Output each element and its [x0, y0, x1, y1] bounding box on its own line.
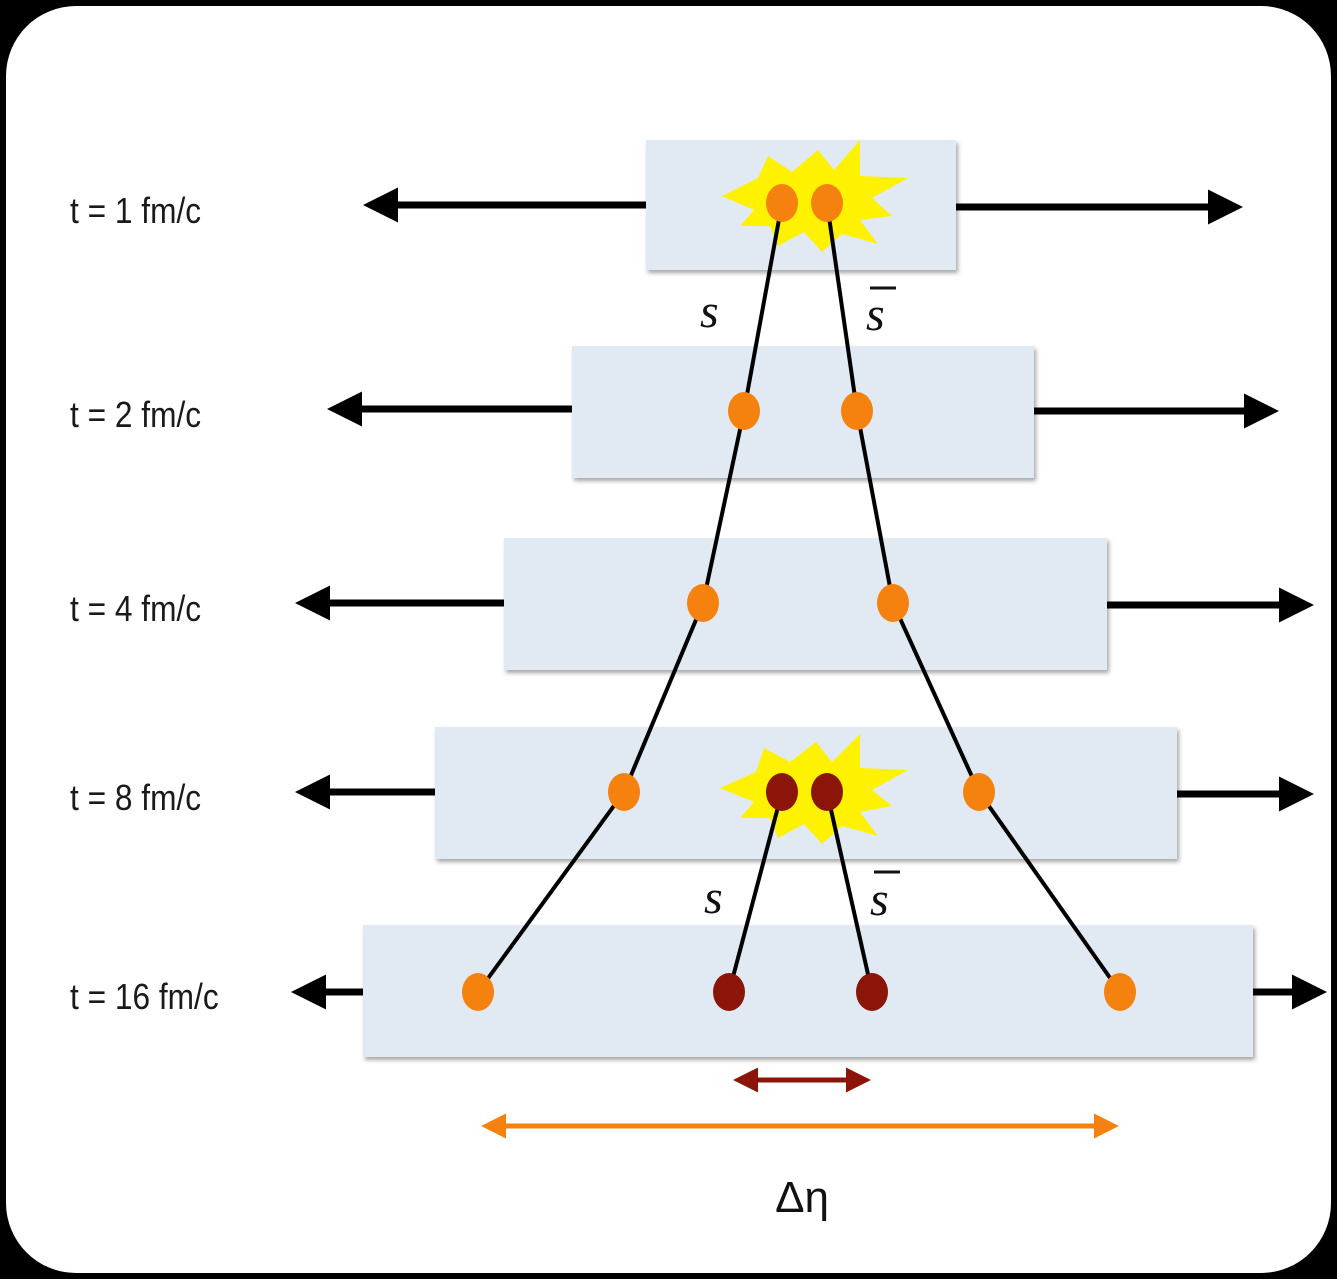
time-label-t1: t = 1 fm/c	[70, 191, 201, 231]
delta-eta-label: Δη	[775, 1173, 829, 1222]
slab-t2	[572, 346, 1034, 478]
time-label-t4: t = 4 fm/c	[70, 589, 201, 629]
early-antiquark-dot-t16	[1104, 973, 1136, 1011]
early-quark-dot-t8	[608, 773, 640, 811]
late-quark-dot-t8	[766, 773, 798, 811]
slab-t4	[504, 538, 1107, 670]
late-antiquark-label: s	[870, 873, 889, 926]
early-antiquark-dot-t4	[877, 584, 909, 622]
early-quark-dot-t1	[766, 184, 798, 222]
early-antiquark-dot-t8	[963, 773, 995, 811]
late-antiquark-dot-t8	[811, 773, 843, 811]
early-quark-dot-t16	[462, 973, 494, 1011]
late-antiquark-dot-t16	[856, 973, 888, 1011]
early-quark-dot-t4	[687, 584, 719, 622]
late-quark-dot-t16	[713, 973, 745, 1011]
early-antiquark-label: s	[866, 288, 885, 341]
early-quark-dot-t2	[728, 392, 760, 430]
late-quark-label: s	[704, 871, 723, 924]
time-label-t16: t = 16 fm/c	[70, 977, 219, 1017]
time-label-t2: t = 2 fm/c	[70, 395, 201, 435]
early-antiquark-dot-t2	[841, 392, 873, 430]
early-antiquark-dot-t1	[811, 184, 843, 222]
time-label-t8: t = 8 fm/c	[70, 778, 201, 818]
early-quark-label: s	[700, 285, 719, 338]
